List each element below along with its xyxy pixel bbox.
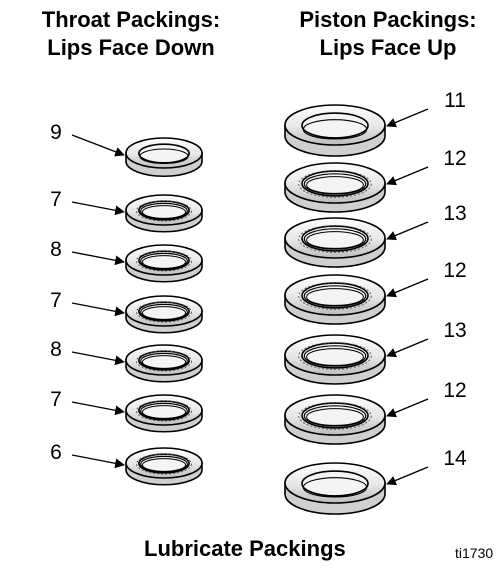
piston-packings-stack: 11 12 13 12 13 12 14 <box>284 89 467 515</box>
piston-callout-leader <box>386 166 429 186</box>
piston-callout-number: 13 <box>443 202 466 225</box>
piston-callout-leader <box>386 398 429 418</box>
piston-packing-ring <box>284 394 386 445</box>
throat-callout-leader <box>71 351 125 366</box>
piston-heading-line2: Lips Face Up <box>319 35 457 60</box>
figure-reference-id: ti1730 <box>455 545 494 561</box>
throat-callout-number: 8 <box>50 338 62 361</box>
throat-callout-leader <box>71 201 125 216</box>
piston-packing-ring <box>284 104 386 157</box>
throat-heading-line2: Lips Face Down <box>47 35 215 60</box>
piston-callout-number: 11 <box>444 89 466 112</box>
throat-callout-leader <box>71 454 125 469</box>
throat-packing-ring <box>125 344 203 383</box>
throat-packing-ring <box>125 137 203 178</box>
piston-callout-leader <box>386 338 429 358</box>
throat-packing-ring <box>125 394 203 433</box>
piston-packing-ring <box>284 162 386 213</box>
throat-packing-ring <box>125 244 203 283</box>
throat-callout-leader <box>71 302 125 317</box>
throat-callout-number: 9 <box>50 121 62 144</box>
throat-callout-number: 7 <box>50 289 62 312</box>
lubricate-instruction: Lubricate Packings <box>144 536 346 561</box>
piston-callout-leader <box>386 278 429 298</box>
piston-packing-ring <box>284 334 386 385</box>
piston-callout-number: 14 <box>443 447 467 470</box>
piston-callout-number: 13 <box>443 319 466 342</box>
throat-packing-ring <box>125 194 203 233</box>
throat-packings-stack: 9 7 8 7 8 7 6 <box>50 121 203 486</box>
piston-packing-ring <box>284 462 386 515</box>
throat-heading-line1: Throat Packings: <box>41 7 221 32</box>
throat-callout-number: 6 <box>50 441 62 464</box>
piston-callout-number: 12 <box>443 259 466 282</box>
piston-callout-leader <box>386 466 429 486</box>
piston-callout-leader <box>386 108 429 128</box>
throat-callout-number: 7 <box>50 188 62 211</box>
throat-packings-heading: Throat Packings: Lips Face Down <box>0 6 262 62</box>
piston-callout-number: 12 <box>443 379 466 402</box>
throat-callout-number: 8 <box>50 238 62 261</box>
throat-callout-leader <box>71 401 125 416</box>
piston-packings-heading: Piston Packings: Lips Face Up <box>270 6 503 62</box>
throat-callout-leader <box>71 134 125 157</box>
piston-packing-ring <box>284 274 386 325</box>
piston-packing-ring <box>284 217 386 268</box>
throat-packing-ring <box>125 295 203 334</box>
piston-callout-leader <box>386 221 429 241</box>
throat-callout-number: 7 <box>50 388 62 411</box>
throat-packing-ring <box>125 447 203 486</box>
throat-callout-leader <box>71 251 125 266</box>
piston-heading-line1: Piston Packings: <box>299 7 477 32</box>
piston-callout-number: 12 <box>443 147 466 170</box>
